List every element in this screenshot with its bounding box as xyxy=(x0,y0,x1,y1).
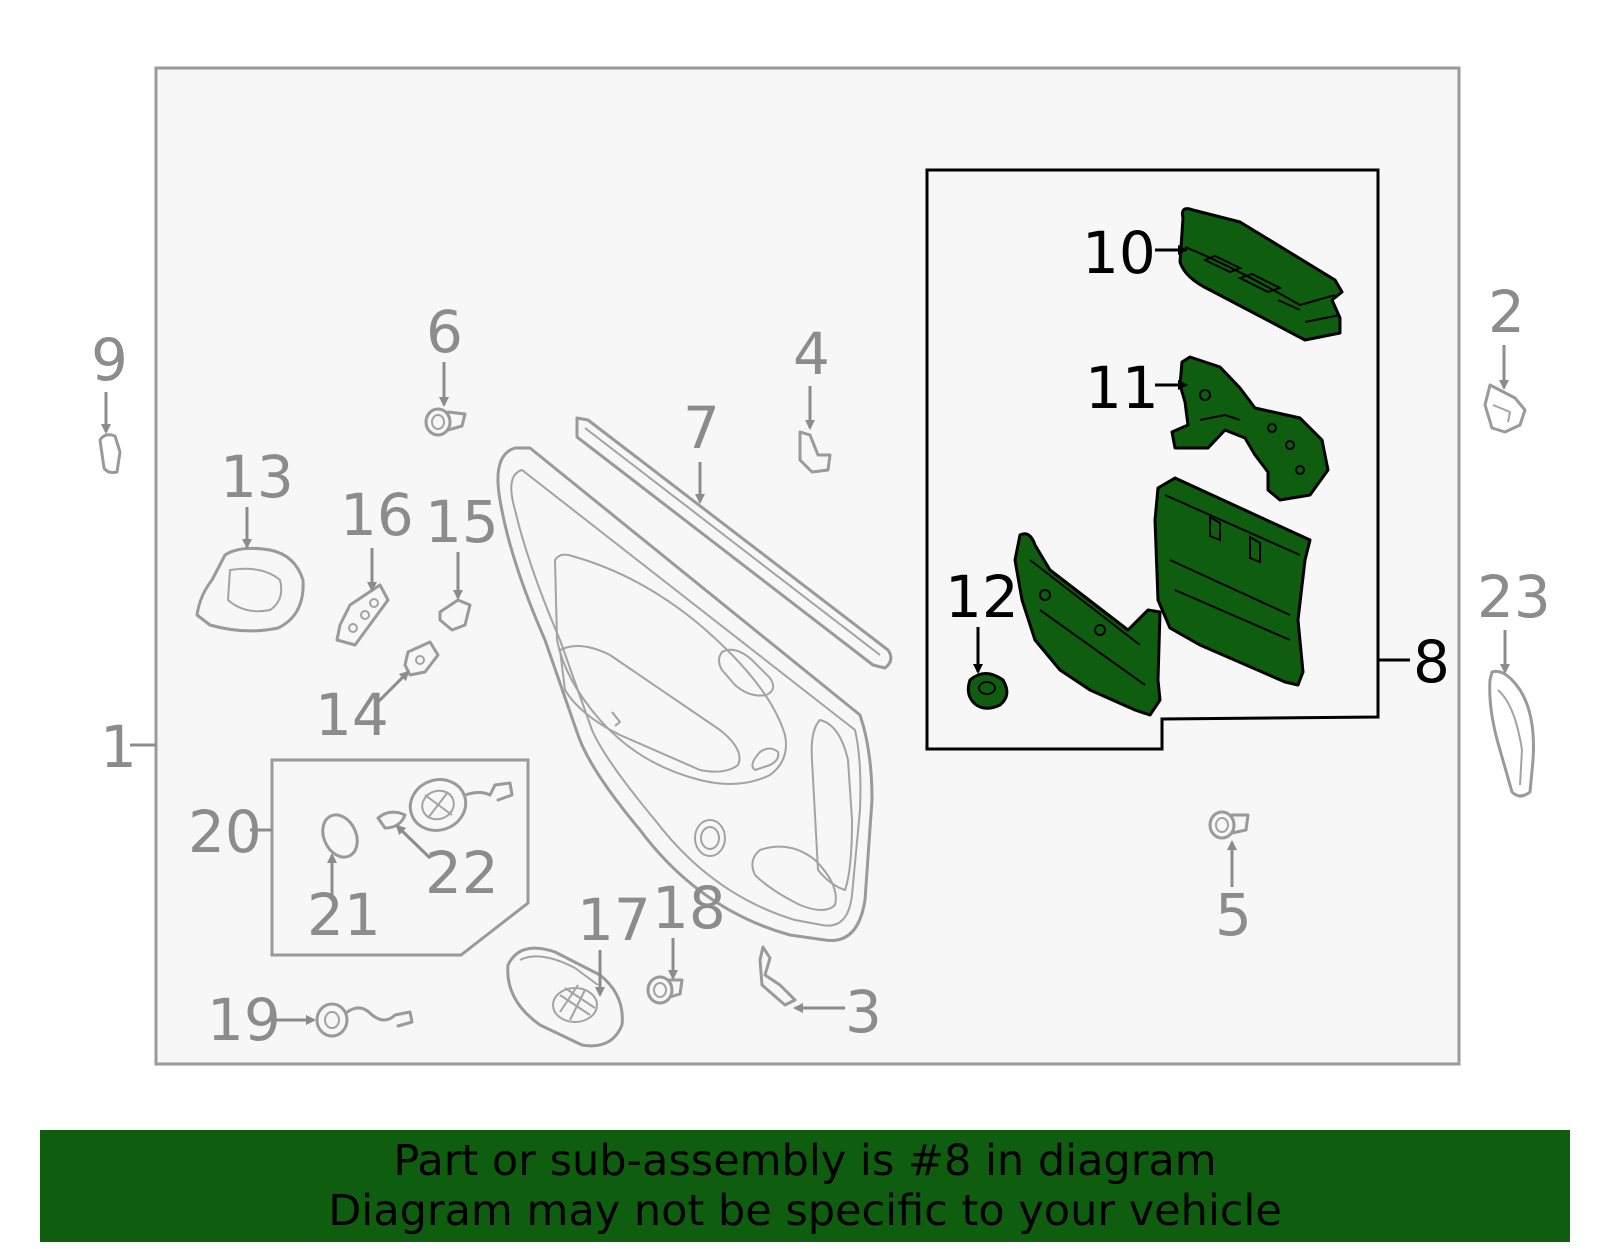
callout-20: 20 xyxy=(188,798,262,866)
callout-18: 18 xyxy=(652,874,726,942)
callout-6: 6 xyxy=(426,298,463,366)
callout-16: 16 xyxy=(340,481,414,549)
callout-1: 1 xyxy=(100,713,137,781)
clip-part-9 xyxy=(98,433,122,474)
fastener-part-5 xyxy=(1208,810,1250,840)
callout-19: 19 xyxy=(207,986,281,1054)
callout-9: 9 xyxy=(91,326,128,394)
clip-part-15 xyxy=(438,598,472,632)
trim-panel-part-8a xyxy=(1153,476,1312,687)
callout-12: 12 xyxy=(945,563,1019,631)
callout-15: 15 xyxy=(425,488,499,556)
callout-2: 2 xyxy=(1488,278,1525,346)
wire-harness-part-19 xyxy=(315,1002,414,1038)
callout-4: 4 xyxy=(793,320,830,388)
clip-part-3 xyxy=(758,945,797,1007)
cover-part-22 xyxy=(376,810,407,830)
subassembly-20-box xyxy=(270,758,530,957)
callout-3: 3 xyxy=(845,978,882,1046)
callout-13: 13 xyxy=(220,443,294,511)
banner-line-1: Part or sub-assembly is #8 in diagram xyxy=(393,1136,1217,1186)
belt-molding-strip xyxy=(575,416,893,670)
callout-10: 10 xyxy=(1082,219,1156,287)
switch-bracket-part-11 xyxy=(1170,355,1330,502)
cover-part-21 xyxy=(321,813,359,859)
info-banner: Part or sub-assembly is #8 in diagram Di… xyxy=(40,1130,1570,1242)
clip-part-4 xyxy=(798,430,832,474)
callout-21: 21 xyxy=(307,881,381,949)
armrest-part-10 xyxy=(1178,207,1344,342)
garnish-part-23 xyxy=(1488,669,1535,798)
fastener-part-18 xyxy=(646,975,684,1005)
handle-bezel-part-13 xyxy=(195,546,305,633)
callout-22: 22 xyxy=(425,839,499,907)
callout-17: 17 xyxy=(577,886,651,954)
callout-23: 23 xyxy=(1477,563,1551,631)
clip-part-14 xyxy=(403,640,440,677)
door-trim-panel xyxy=(496,446,874,942)
callout-numbers: 1 2 3 4 5 6 7 8 9 10 11 12 13 14 15 16 1… xyxy=(91,219,1551,1054)
callout-8[interactable]: 8 xyxy=(1413,628,1450,696)
fastener-part-6 xyxy=(424,407,467,437)
trim-panel-part-8b xyxy=(1013,532,1162,717)
speaker-grille-part-17 xyxy=(506,946,624,1048)
clip-part-12 xyxy=(966,672,1009,710)
callout-14: 14 xyxy=(315,681,389,749)
speaker-part-20 xyxy=(408,778,514,832)
callout-7: 7 xyxy=(683,394,720,462)
switch-part-16 xyxy=(335,583,390,647)
banner-line-2: Diagram may not be specific to your vehi… xyxy=(328,1186,1282,1236)
callout-5: 5 xyxy=(1215,881,1252,949)
callout-11: 11 xyxy=(1085,354,1159,422)
leader-lines xyxy=(101,245,1510,1025)
clip-part-2 xyxy=(1483,383,1527,434)
